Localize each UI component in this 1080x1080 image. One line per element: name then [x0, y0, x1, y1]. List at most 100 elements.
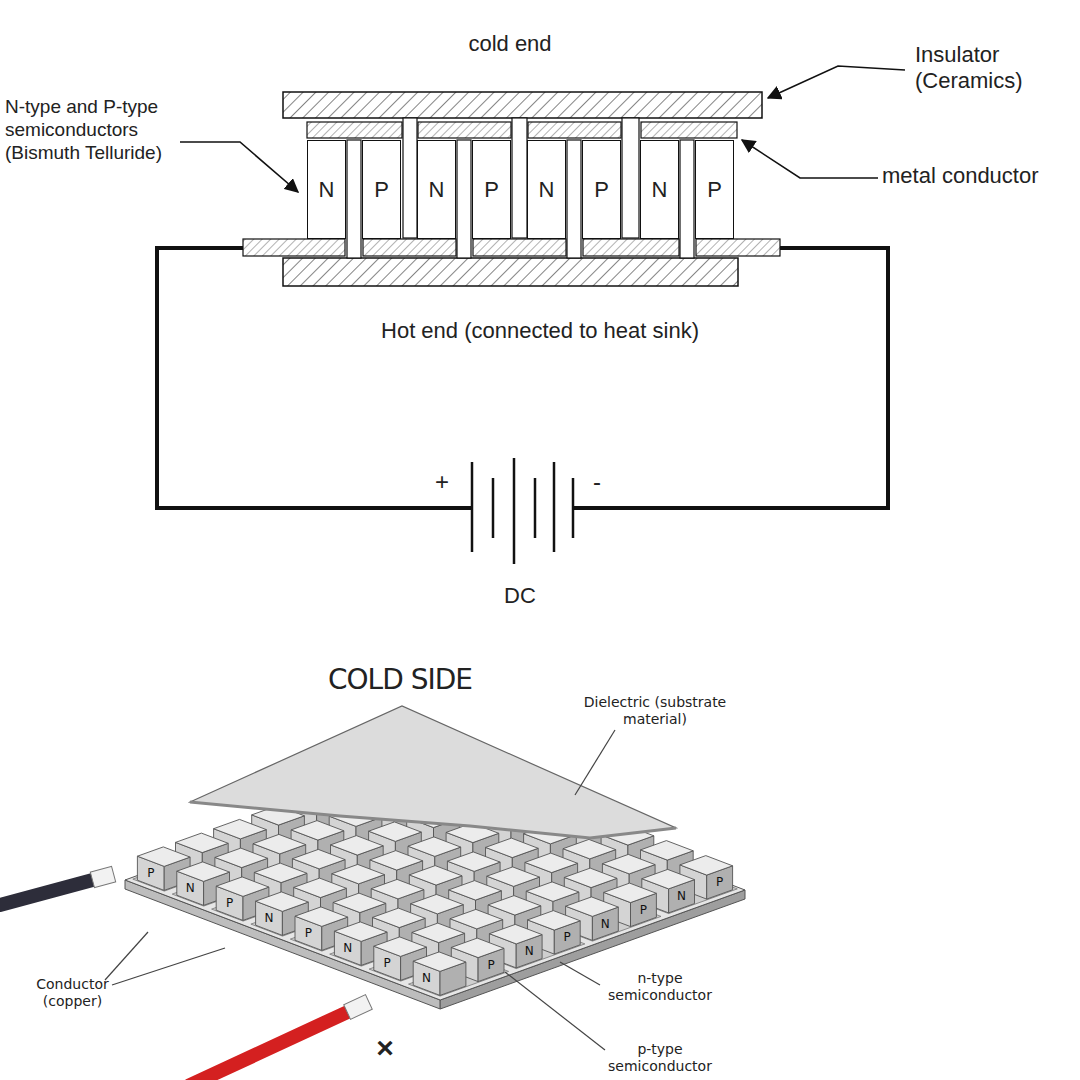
- leader-line: [105, 730, 615, 1050]
- part-label: N-type and P-type semiconductors (Bismut…: [5, 96, 215, 164]
- pellet-top: [447, 852, 500, 872]
- pellet-top: [254, 863, 307, 883]
- pellet-top: [409, 866, 462, 886]
- pellet-letter: P: [635, 902, 651, 918]
- terminal-mark: ×: [365, 1030, 405, 1066]
- battery-symbol: [472, 458, 573, 564]
- semiconductor-pellet: N: [640, 140, 679, 239]
- pellet-top: [563, 839, 616, 859]
- pellet-top: [449, 881, 502, 901]
- pellet-top: [216, 877, 269, 897]
- pellet-top: [451, 938, 504, 958]
- pellet-letter: N: [182, 880, 198, 896]
- red-wire: [190, 1010, 352, 1080]
- semiconductor-pellet: N: [417, 140, 456, 239]
- wire-terminal: [344, 995, 373, 1020]
- pellet-letter: P: [559, 929, 575, 945]
- pellet-letter: N: [539, 177, 555, 203]
- thermoelectric-module: [0, 706, 745, 1080]
- callout-label: Dielectric (substrate material): [570, 694, 740, 728]
- black-wire: [0, 878, 100, 905]
- pellet-letter: N: [674, 888, 690, 904]
- pellet-top: [215, 848, 268, 868]
- pellet-letter: N: [652, 177, 668, 203]
- pellet-letter: N: [419, 970, 435, 986]
- polarity-sign: -: [585, 468, 609, 497]
- semiconductor-pellet: P: [695, 140, 734, 239]
- pellet-top: [333, 893, 386, 913]
- callout-label: p-type semiconductor: [595, 1041, 725, 1075]
- pellet-top: [334, 922, 387, 942]
- semiconductor-pellet: P: [582, 140, 621, 239]
- pellet-letter: P: [483, 957, 499, 973]
- circuit-wire: [157, 248, 888, 508]
- pellet-top: [488, 896, 541, 916]
- pellet-top: [602, 854, 655, 874]
- pellet-letter: P: [379, 955, 395, 971]
- pellet-letter: P: [712, 874, 728, 890]
- pellet-top: [412, 923, 465, 943]
- pellet-top: [256, 892, 309, 912]
- pellet-top: [604, 883, 657, 903]
- pellet-top: [370, 851, 423, 871]
- pellet-letter: P: [707, 177, 722, 203]
- pellet-top: [641, 841, 694, 861]
- pellet-letter: P: [374, 177, 389, 203]
- dielectric-sheet: [190, 706, 676, 838]
- pellet-top: [374, 937, 427, 957]
- pellet-top: [292, 849, 345, 869]
- side-title: COLD SIDE: [300, 663, 500, 697]
- pellet-top: [331, 836, 384, 856]
- semiconductor-pellet: P: [472, 140, 511, 239]
- pellet-top: [489, 924, 542, 944]
- pellet-top: [137, 847, 190, 867]
- semiconductor-pellet: N: [527, 140, 566, 239]
- pellet-top: [371, 879, 424, 899]
- pellet-top: [486, 838, 539, 858]
- pellet-top: [526, 882, 579, 902]
- pellet-top: [566, 897, 619, 917]
- pellet-letter: P: [300, 925, 316, 941]
- part-label: Insulator (Ceramics): [915, 42, 1065, 95]
- metal-conductor-bottom: [243, 239, 780, 256]
- pellet-top: [177, 862, 230, 882]
- pellet-top: [413, 952, 466, 972]
- conductor-bar: [347, 118, 694, 258]
- pellet-top: [528, 911, 581, 931]
- pellet-letter: N: [319, 177, 335, 203]
- pellet-top: [411, 894, 464, 914]
- semiconductor-pellet: N: [307, 140, 346, 239]
- pellet-letter: P: [222, 895, 238, 911]
- pellet-top: [680, 856, 733, 876]
- callout-label: Conductor (copper): [25, 976, 120, 1010]
- pellet-top: [291, 821, 344, 841]
- semiconductor-pellet: P: [362, 140, 401, 239]
- polarity-sign: +: [430, 468, 454, 497]
- pellet-letter: N: [261, 910, 277, 926]
- pellet-top: [564, 868, 617, 888]
- source-label: DC: [490, 583, 550, 609]
- pellet-letter: N: [521, 943, 537, 959]
- pellet-top: [487, 867, 540, 887]
- pellet-top: [332, 864, 385, 884]
- pellet-top: [450, 909, 503, 929]
- pellet-top: [295, 907, 348, 927]
- pellet-top: [253, 834, 306, 854]
- pellet-top: [642, 869, 695, 889]
- pellet-letter: N: [597, 916, 613, 932]
- pellet-top: [294, 878, 347, 898]
- pellet-top: [525, 853, 578, 873]
- pellet-letter: P: [484, 177, 499, 203]
- base-plate-edge: [125, 880, 440, 1009]
- part-label: cold end: [410, 31, 610, 57]
- pellet-top: [408, 837, 461, 857]
- ceramic-plate: [283, 258, 738, 286]
- pellet-top: [369, 822, 422, 842]
- pellet-letter: N: [429, 177, 445, 203]
- pellet-top: [214, 819, 267, 839]
- dielectric-edge: [190, 802, 676, 838]
- part-label: metal conductor: [882, 163, 1080, 189]
- ceramic-plate: [283, 92, 762, 118]
- part-label: Hot end (connected to heat sink): [290, 318, 790, 344]
